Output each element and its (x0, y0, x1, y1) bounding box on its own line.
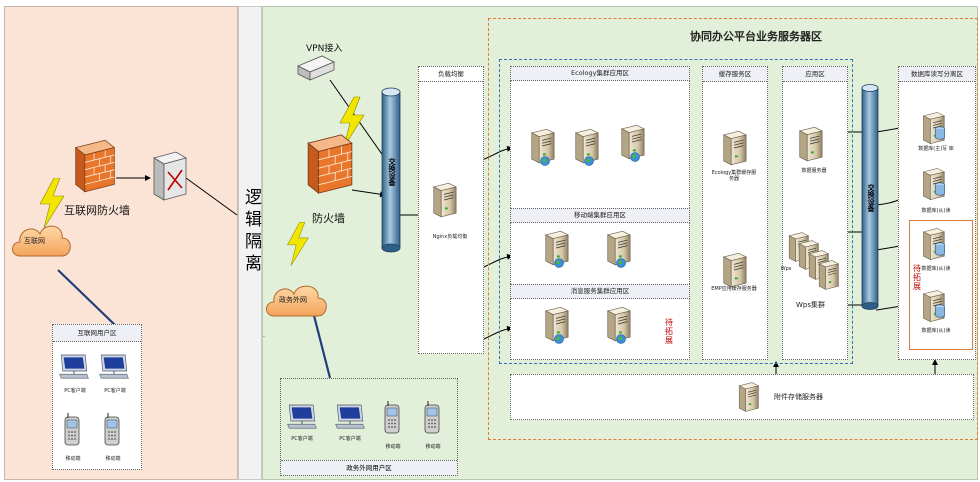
cache-server-icon (720, 128, 748, 168)
load-balancer-title: 负载均衡 (419, 67, 483, 82)
database-icon (934, 126, 946, 140)
logical-isolation-zone (238, 6, 262, 480)
internet-cloud-icon (12, 225, 71, 257)
internet-firewall-label: 互联网防火墙 (64, 204, 130, 217)
database-icon (934, 304, 946, 318)
internet-cloud-label: 互联网 (24, 237, 45, 245)
pc-client-label: PC客户端 (64, 388, 86, 394)
internet-firewall-icon (72, 138, 118, 194)
vpn-label: VPN接入 (306, 44, 343, 54)
db-pending-expansion-note: 待拓展 (913, 264, 921, 291)
app-area-title: 应用区 (783, 67, 847, 82)
mobile-label: 移动端 (105, 456, 121, 462)
cache-server-icon (720, 250, 748, 290)
globe-icon (616, 334, 626, 344)
nginx-server-icon (430, 180, 458, 220)
logical-isolation-label: 逻辑隔离 (241, 188, 261, 276)
mobile-cluster-title: 移动端集群应用区 (510, 208, 690, 223)
db-expansion-box (909, 220, 973, 350)
db-title: 数据库读写分离区 (899, 67, 975, 82)
nginx-label: Nginx负载均衡 (432, 234, 468, 240)
db-slave-label: 数据库(从)读 (921, 208, 951, 214)
globe-icon (540, 156, 550, 166)
mobile-phone-icon (424, 400, 440, 434)
pc-client-label: PC客户端 (339, 436, 361, 442)
switch-pipe-icon (861, 84, 879, 310)
cache-panel: 缓存服务区 (702, 66, 768, 360)
app-cluster-group (499, 59, 853, 364)
storage-server-icon (736, 380, 760, 414)
pc-icon (334, 402, 366, 432)
pc-icon (98, 352, 130, 382)
globe-icon (616, 258, 626, 268)
platform-area (488, 18, 978, 440)
gov-cloud-icon (266, 285, 327, 317)
gov-user-zone (280, 378, 458, 476)
gov-user-zone-title: 政务外网用户区 (281, 460, 457, 475)
switch-pipe-icon (381, 87, 401, 253)
pc-client-label: PC客户端 (291, 436, 313, 442)
switch2-label: 交换设备 (867, 184, 875, 212)
app-area-panel: 应用区 (782, 66, 848, 360)
router-icon (152, 151, 188, 201)
storage-label: 附件存储服务器 (774, 393, 823, 401)
firewall-label: 防火墙 (312, 212, 345, 225)
globe-icon (630, 152, 640, 162)
mobile-phone-icon (64, 412, 80, 446)
pc-icon (58, 352, 90, 382)
mobile-label: 移动端 (425, 444, 441, 450)
small-dot: · (263, 334, 265, 341)
globe-icon (554, 334, 564, 344)
pc-client-label: PC客户端 (104, 388, 126, 394)
database-icon (934, 182, 946, 196)
mobile-phone-icon (104, 412, 120, 446)
data-server-label: 数据服务器 (801, 168, 827, 174)
lightning-bolt-icon (284, 222, 310, 266)
internet-user-zone-title: 互联网用户区 (53, 325, 141, 342)
vpn-device-icon (297, 55, 335, 81)
globe-icon (584, 156, 594, 166)
wps-cluster-label: Wps集群 (796, 301, 826, 309)
pc-icon (286, 402, 318, 432)
mobile-label: 移动端 (65, 456, 81, 462)
mobile-phone-icon (384, 400, 400, 434)
db-master-label: 数据库(主)写 库 (918, 146, 954, 152)
wps-server-icon (816, 258, 840, 292)
db-slave-label: 数据库(从)读 (921, 328, 951, 334)
platform-title: 协同办公平台业务服务器区 (690, 30, 822, 43)
wps-partial-label: Wps (780, 266, 792, 272)
internet-user-zone: 互联网用户区 (52, 324, 142, 470)
data-server-icon (796, 124, 824, 164)
pending-expansion-note: 待拓展 (665, 318, 673, 345)
cache-ecology-label: Ecology集群缓存服务器 (711, 170, 757, 182)
firewall-icon (304, 130, 356, 198)
globe-icon (554, 258, 564, 268)
mobile-label: 移动端 (385, 444, 401, 450)
msg-cluster-title: 消息服务集群应用区 (510, 284, 690, 299)
gov-cloud-label: 政务外网 (279, 296, 307, 304)
ecology-cluster-title: Ecology集群应用区 (510, 66, 690, 81)
cache-emp-label: EMP应用缓存服务器 (711, 286, 757, 292)
switch-label: 交换设备 (388, 158, 396, 186)
cache-title: 缓存服务区 (703, 67, 767, 82)
database-icon (934, 242, 946, 256)
db-slave-label: 数据库(从)读 (921, 266, 951, 272)
